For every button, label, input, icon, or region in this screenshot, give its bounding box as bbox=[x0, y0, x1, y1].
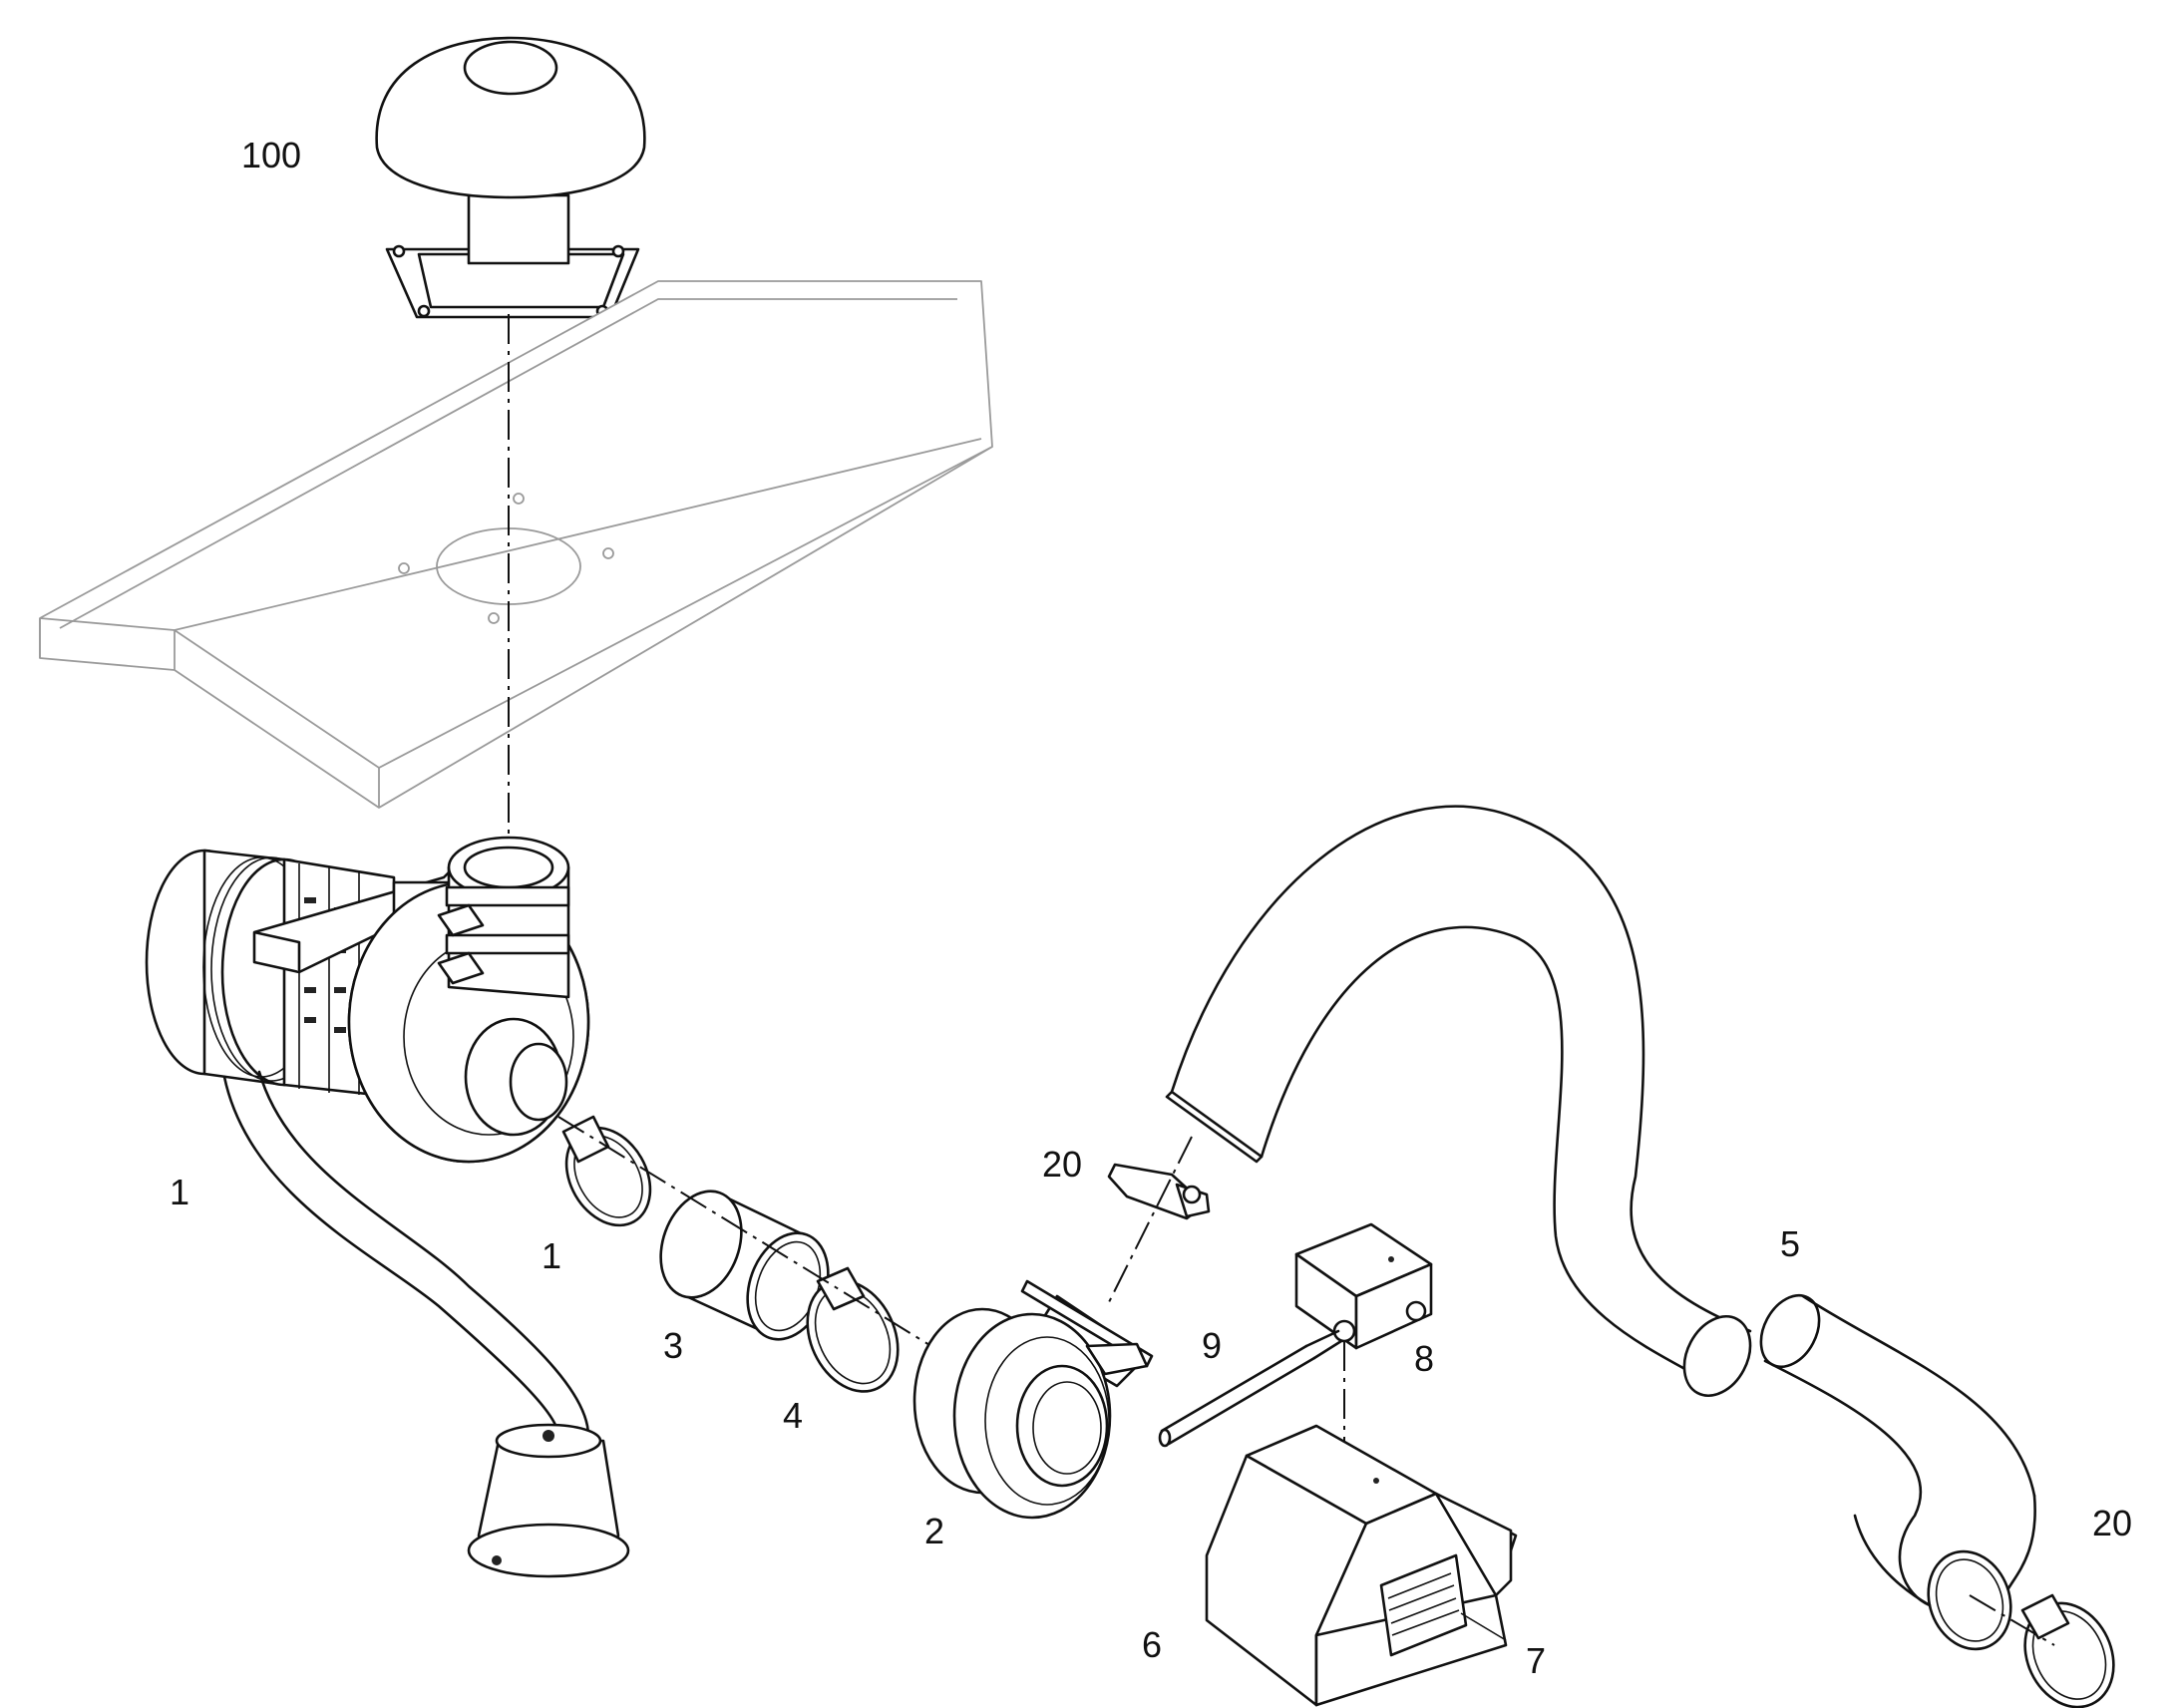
label-7-warning-label: 7 bbox=[1526, 1640, 1546, 1681]
label-9-cable: 9 bbox=[1202, 1325, 1222, 1366]
heater-unit bbox=[145, 836, 630, 1578]
cover bbox=[1205, 1424, 1518, 1707]
roof-cowl bbox=[375, 36, 646, 319]
label-20-sensor: 20 bbox=[1042, 1144, 1082, 1185]
sensor-axis bbox=[1106, 1136, 1193, 1307]
junction-box bbox=[1294, 1222, 1433, 1350]
flexible-hose bbox=[1165, 805, 2036, 1651]
leader-line-7 bbox=[1460, 1612, 1507, 1641]
cable bbox=[1158, 1329, 1343, 1448]
roof-panel bbox=[39, 280, 993, 809]
label-1-hose-clamp: 1 bbox=[542, 1235, 561, 1276]
label-2-fan: 2 bbox=[924, 1511, 944, 1551]
fan-unit bbox=[912, 1279, 1154, 1520]
label-100-roof-cowl: 100 bbox=[241, 135, 301, 175]
hose-clamp-4 bbox=[806, 1266, 900, 1393]
hose-clamp-20 bbox=[2020, 1593, 2115, 1708]
label-6-cover: 6 bbox=[1142, 1624, 1162, 1665]
temperature-sensor bbox=[1107, 1163, 1211, 1220]
warning-label bbox=[1379, 1553, 1468, 1657]
hose-clamp-1 bbox=[561, 1115, 652, 1227]
label-4-hose-clamp: 4 bbox=[783, 1395, 803, 1436]
outlet-axis bbox=[1969, 1594, 2055, 1646]
label-1-heater: 1 bbox=[170, 1172, 189, 1212]
label-8-junction-box: 8 bbox=[1414, 1338, 1434, 1379]
label-3-sleeve: 3 bbox=[663, 1325, 683, 1366]
assembly-axis-horizontal bbox=[557, 1116, 948, 1357]
label-20-hose-clamp: 20 bbox=[2092, 1503, 2132, 1543]
label-5-hose: 5 bbox=[1780, 1223, 1800, 1264]
